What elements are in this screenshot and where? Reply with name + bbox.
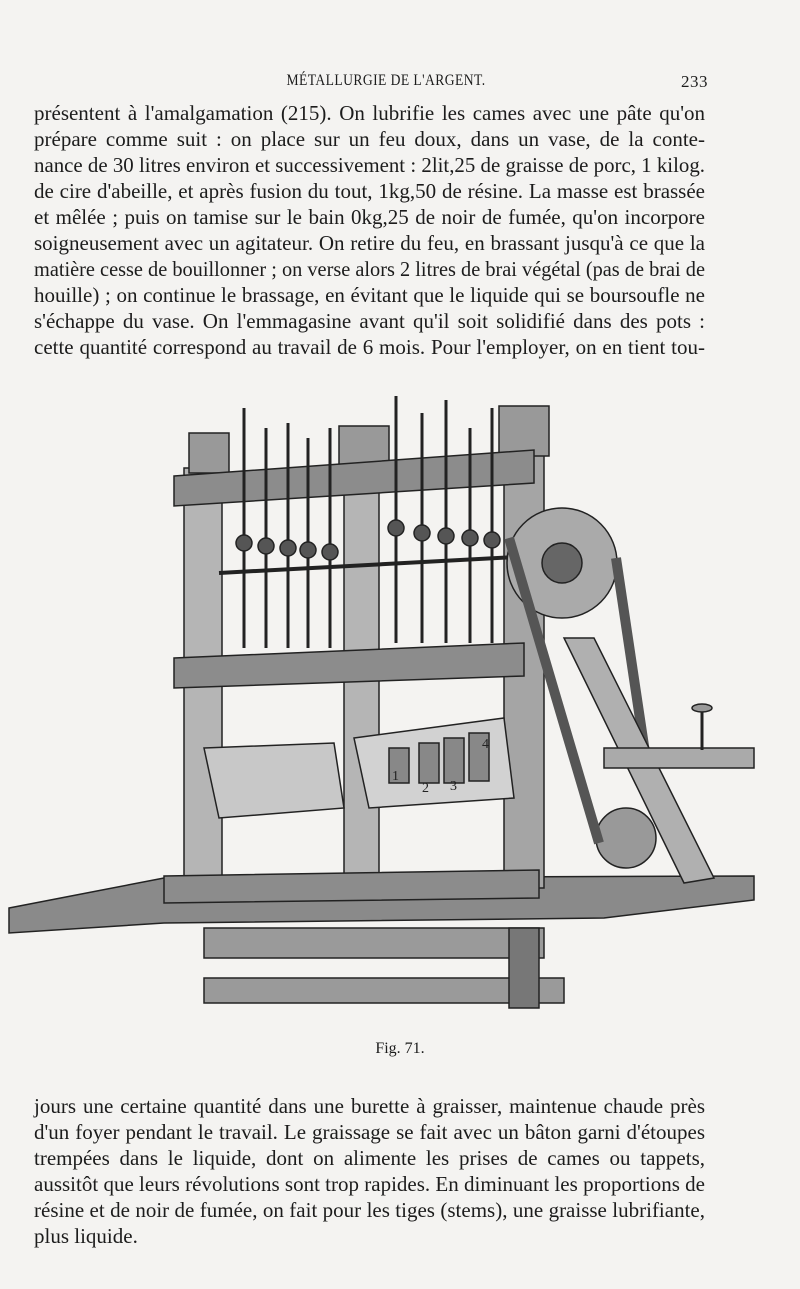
text-line: d'un foyer pendant le travail. Le graiss… [34,1120,705,1144]
paragraph-bottom: jours une certaine quantité dans une bur… [34,1093,705,1249]
figure-label: 1 [392,769,399,784]
text-line: résine et de noir de fumée, on fait pour… [34,1198,705,1222]
text-line: nance de 30 litres environ et successive… [34,153,705,177]
text-line: cette quantité correspond au travail de … [34,335,705,359]
text-line: houille) ; on continue le brassage, en é… [34,283,705,307]
text-line: matière cesse de bouillonner ; on verse … [34,257,705,281]
figure-label: 4 [482,737,489,752]
text-line: jours une certaine quantité dans une bur… [34,1094,705,1118]
figure-label: 3 [450,779,457,794]
stamp-mill-engraving: 1 2 3 4 [8,396,755,1009]
text-line: présentent à l'amalgamation (215). On lu… [34,101,705,125]
text-line: plus liquide. [34,1224,138,1248]
figure-label: 2 [422,781,429,796]
text-line: trempées dans le liquide, dont on alimen… [34,1146,705,1170]
text-line: et mêlée ; puis on tamise sur le bain 0k… [34,205,705,229]
running-title: MÉTALLURGIE DE L'ARGENT. [286,72,486,89]
figure-caption: Fig. 71. [375,1040,425,1057]
paragraph-top: présentent à l'amalgamation (215). On lu… [34,100,705,360]
text-line: de cire d'abeille, et après fusion du to… [34,179,705,203]
text-line: prépare comme suit : on place sur un feu… [34,127,705,151]
text-line: aussitôt que leurs révolutions sont trop… [34,1172,705,1196]
page-header: MÉTALLURGIE DE L'ARGENT. 233 [66,72,708,96]
text-line: s'échappe du vase. On l'emmagasine avant… [34,309,705,333]
text-line: soigneusement avec un agitateur. On reti… [34,231,705,255]
stamp-mill-illustration: 1 2 3 4 [4,388,764,1028]
page-number: 233 [681,72,708,91]
